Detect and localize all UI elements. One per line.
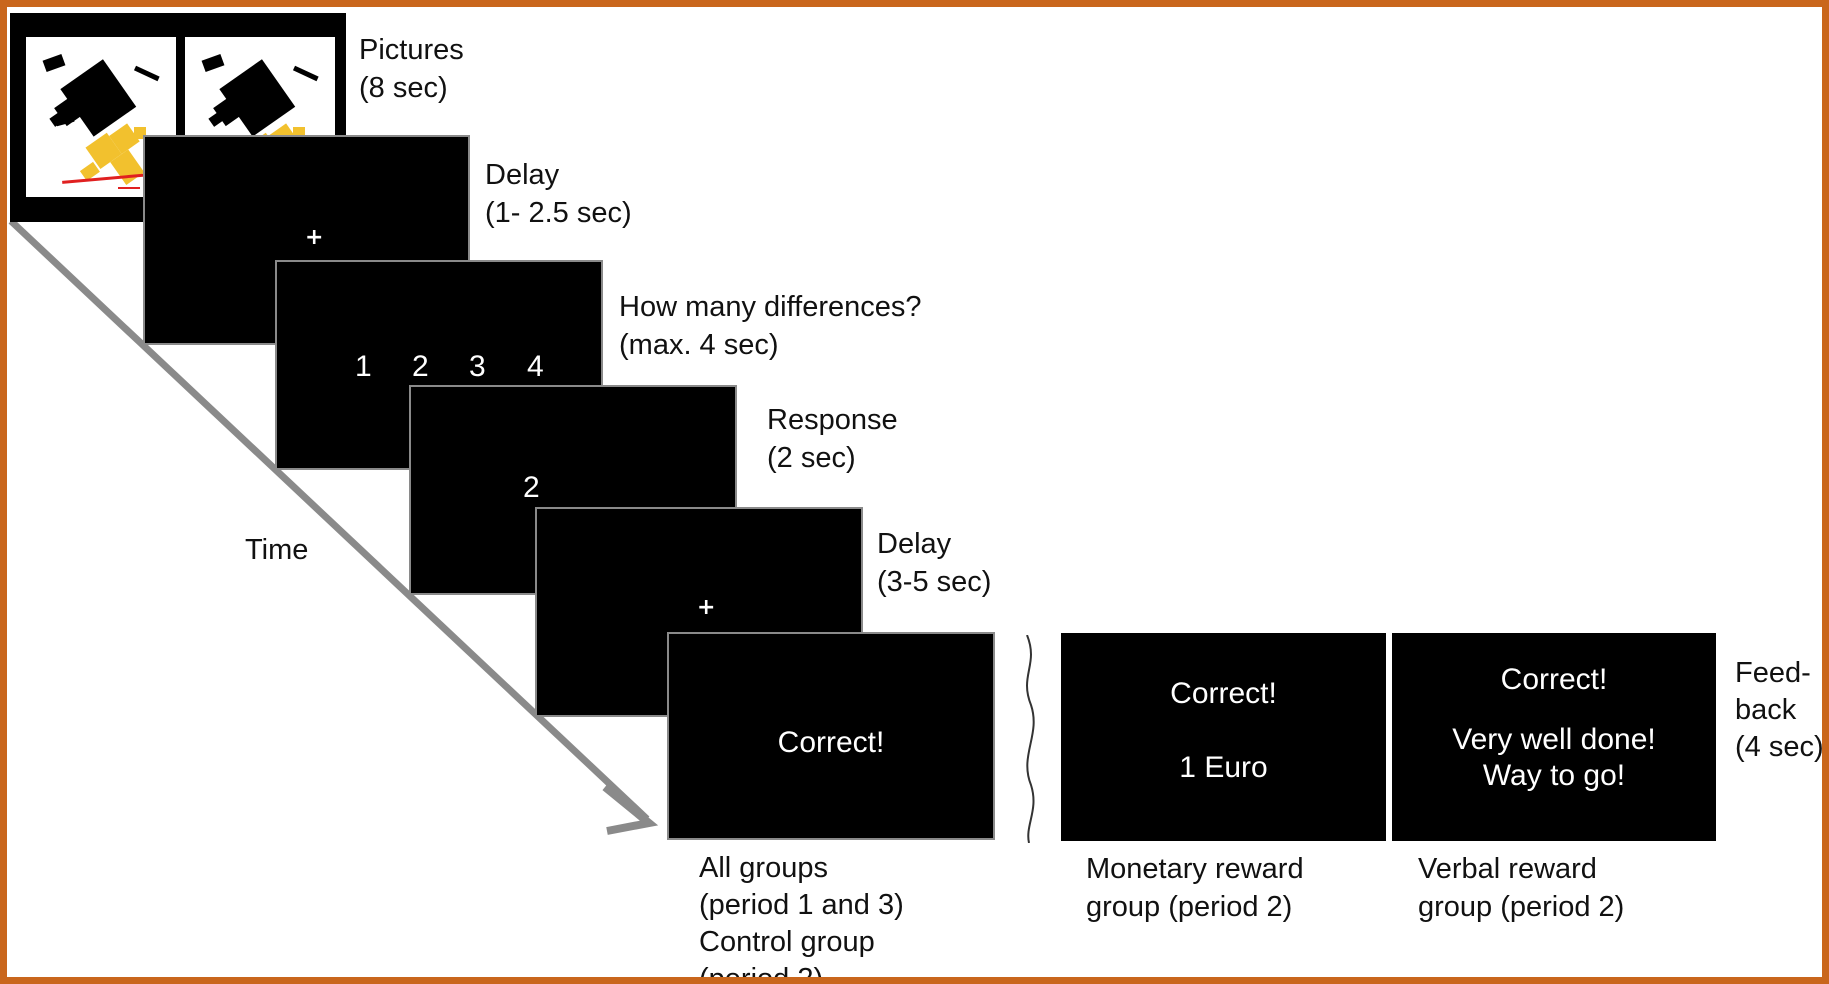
fixation-cross-2: + xyxy=(697,595,716,620)
option-3: 3 xyxy=(469,350,486,383)
option-1: 1 xyxy=(355,350,372,383)
label-delay-2: Delay (3-5 sec) xyxy=(877,525,991,601)
label-question-duration: (max. 4 sec) xyxy=(619,329,779,361)
verbal-line-1: Correct! xyxy=(1500,663,1608,696)
caption-all-groups-line-4: (period 2) xyxy=(699,963,824,984)
feedback-screen-monetary: Correct! 1 Euro xyxy=(1061,633,1386,841)
caption-all-groups-line-3: Control group xyxy=(699,926,875,958)
caption-all-groups: All groups (period 1 and 3) Control grou… xyxy=(699,850,904,984)
monetary-line-1: Correct! xyxy=(1170,677,1277,710)
feedback-label-line-3: (4 sec) xyxy=(1735,731,1824,763)
fixation-cross-1: + xyxy=(305,225,324,250)
break-mark xyxy=(1026,635,1035,843)
monetary-line-2: 1 Euro xyxy=(1179,751,1268,784)
picture-left xyxy=(26,37,176,197)
option-4: 4 xyxy=(527,350,544,383)
label-delay-2-name: Delay xyxy=(877,528,952,560)
caption-verbal: Verbal reward group (period 2) xyxy=(1418,850,1624,926)
caption-all-groups-line-2: (period 1 and 3) xyxy=(699,889,904,921)
label-delay-1-name: Delay xyxy=(485,159,560,191)
response-value: 2 xyxy=(523,471,540,504)
label-question: How many differences? (max. 4 sec) xyxy=(619,288,922,364)
label-pictures-duration: (8 sec) xyxy=(359,72,448,104)
label-pictures: Pictures (8 sec) xyxy=(359,31,464,107)
label-question-name: How many differences? xyxy=(619,291,922,323)
feedback-duration-label: Feed- back (4 sec) xyxy=(1735,655,1824,766)
label-response-name: Response xyxy=(767,404,898,436)
feedback-label-line-1: Feed- xyxy=(1735,657,1811,689)
feedback-screen-verbal: Correct! Very well done! Way to go! xyxy=(1392,633,1716,841)
option-2: 2 xyxy=(412,350,429,383)
caption-monetary: Monetary reward group (period 2) xyxy=(1086,850,1304,926)
caption-monetary-line-2: group (period 2) xyxy=(1086,891,1293,923)
feedback-screen-all-groups: Correct! xyxy=(667,632,995,840)
caption-monetary-line-1: Monetary reward xyxy=(1086,853,1304,885)
caption-verbal-line-1: Verbal reward xyxy=(1418,853,1597,885)
verbal-line-3: Way to go! xyxy=(1482,759,1626,792)
label-response: Response (2 sec) xyxy=(767,401,898,477)
time-label: Time xyxy=(245,534,309,566)
verbal-line-2: Very well done! xyxy=(1452,723,1656,756)
time-arrow xyxy=(8,218,659,835)
label-pictures-name: Pictures xyxy=(359,34,464,66)
feedback-text: Correct! xyxy=(777,726,885,759)
label-delay-2-duration: (3-5 sec) xyxy=(877,566,992,598)
caption-all-groups-line-1: All groups xyxy=(699,852,828,884)
feedback-label-line-2: back xyxy=(1735,694,1797,726)
label-delay-1-duration: (1- 2.5 sec) xyxy=(485,197,632,229)
caption-verbal-line-2: group (period 2) xyxy=(1418,891,1625,923)
label-response-duration: (2 sec) xyxy=(767,442,856,474)
label-delay-1: Delay (1- 2.5 sec) xyxy=(485,156,632,232)
